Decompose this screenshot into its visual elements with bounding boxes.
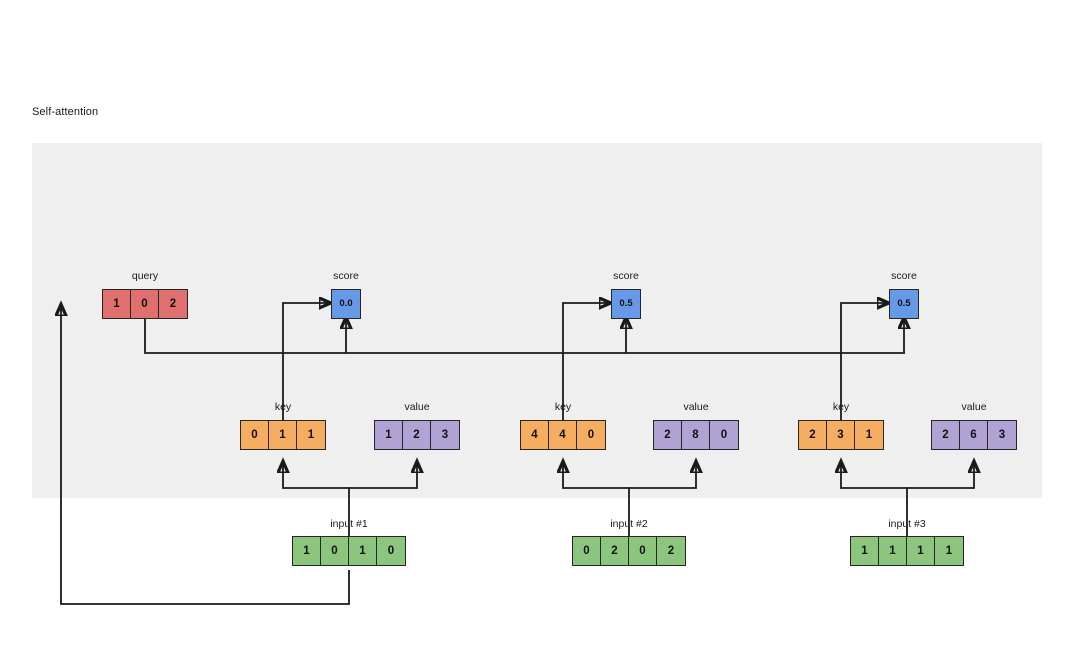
value-label-2: value — [683, 401, 709, 413]
key-cell: 1 — [297, 421, 325, 449]
value-cell: 3 — [988, 421, 1016, 449]
score-vector-2: 0.5 — [611, 289, 641, 319]
input-cell: 1 — [293, 537, 321, 565]
input-cell: 1 — [935, 537, 963, 565]
value-cell: 1 — [375, 421, 403, 449]
key-vector-2: 4 4 0 — [520, 420, 606, 450]
key-cell: 0 — [241, 421, 269, 449]
key-cell: 4 — [521, 421, 549, 449]
value-vector-2: 2 8 0 — [653, 420, 739, 450]
key-cell: 1 — [269, 421, 297, 449]
input-cell: 0 — [573, 537, 601, 565]
key-cell: 2 — [799, 421, 827, 449]
key-label-1: key — [274, 401, 292, 413]
key-cell: 1 — [855, 421, 883, 449]
value-label-3: value — [961, 401, 987, 413]
value-cell: 2 — [654, 421, 682, 449]
input-vector-2: 0 2 0 2 — [572, 536, 686, 566]
score-label-3: score — [891, 270, 917, 282]
value-cell: 0 — [710, 421, 738, 449]
key-cell: 0 — [577, 421, 605, 449]
query-cell: 1 — [103, 290, 131, 318]
key-label-3: key — [832, 401, 850, 413]
input-label-1: input #1 — [330, 518, 368, 530]
value-cell: 2 — [932, 421, 960, 449]
input-cell: 1 — [879, 537, 907, 565]
input-cell: 0 — [377, 537, 405, 565]
score-cell: 0.5 — [612, 290, 640, 318]
input-vector-1: 1 0 1 0 — [292, 536, 406, 566]
input-label-3: input #3 — [888, 518, 926, 530]
value-cell: 6 — [960, 421, 988, 449]
value-vector-3: 2 6 3 — [931, 420, 1017, 450]
input-cell: 2 — [601, 537, 629, 565]
input-label-2: input #2 — [610, 518, 648, 530]
input-cell: 1 — [349, 537, 377, 565]
query-cell: 2 — [159, 290, 187, 318]
query-vector: 1 0 2 — [102, 289, 188, 319]
input-cell: 1 — [907, 537, 935, 565]
value-cell: 8 — [682, 421, 710, 449]
score-label-2: score — [613, 270, 639, 282]
diagram-title: Self-attention — [32, 106, 99, 118]
value-cell: 2 — [403, 421, 431, 449]
input-cell: 0 — [321, 537, 349, 565]
score-vector-1: 0.0 — [331, 289, 361, 319]
score-cell: 0.5 — [890, 290, 918, 318]
score-vector-3: 0.5 — [889, 289, 919, 319]
key-vector-1: 0 1 1 — [240, 420, 326, 450]
score-label-1: score — [333, 270, 359, 282]
input-vector-3: 1 1 1 1 — [850, 536, 964, 566]
input-cell: 2 — [657, 537, 685, 565]
key-cell: 4 — [549, 421, 577, 449]
value-cell: 3 — [431, 421, 459, 449]
value-label-1: value — [404, 401, 430, 413]
value-vector-1: 1 2 3 — [374, 420, 460, 450]
key-cell: 3 — [827, 421, 855, 449]
key-vector-3: 2 3 1 — [798, 420, 884, 450]
input-cell: 1 — [851, 537, 879, 565]
key-label-2: key — [554, 401, 572, 413]
query-cell: 0 — [131, 290, 159, 318]
input-cell: 0 — [629, 537, 657, 565]
query-label: query — [131, 270, 159, 282]
score-cell: 0.0 — [332, 290, 360, 318]
